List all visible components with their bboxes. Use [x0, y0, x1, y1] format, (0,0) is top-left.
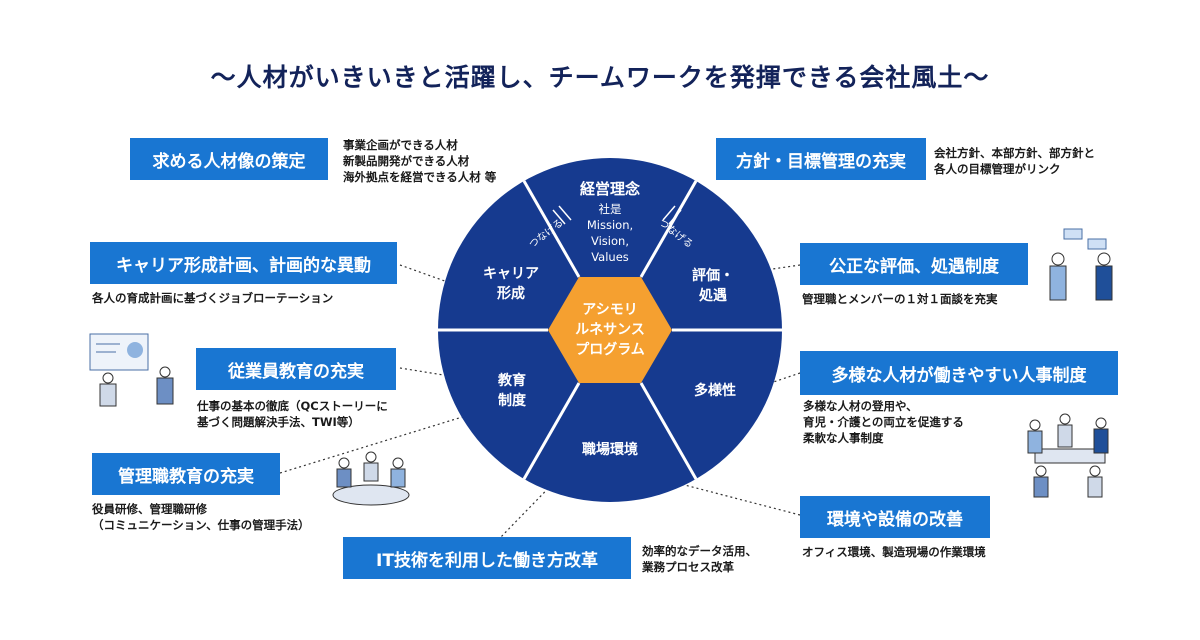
evaluation-label: 公正な評価、処遇制度 [800, 243, 1028, 285]
diversity-desc-1: 多様な人材の登用や、 [803, 399, 918, 413]
ideal-person-label: 求める人材像の策定 [130, 138, 328, 180]
center-hexagon [548, 277, 672, 383]
it-reform-desc: 効率的なデータ活用、 業務プロセス改革 [642, 543, 757, 575]
it-reform-desc-2: 業務プロセス改革 [642, 560, 734, 574]
diversity-label: 多様な人材が働きやすい人事制度 [800, 351, 1118, 395]
connector-employee-edu [399, 367, 463, 379]
segment-lower-right-label: 多様性 [694, 382, 736, 399]
policy-label: 方針・目標管理の充実 [716, 138, 926, 180]
segment-top-sub-3: Vision, [591, 234, 629, 248]
environment-label: 環境や設備の改善 [800, 496, 990, 538]
employee-edu-desc-1: 仕事の基本の徹底（QCストーリーに [197, 399, 388, 413]
segment-top-sub-2: Mission, [587, 218, 633, 232]
interview-illustration [1049, 228, 1113, 301]
segment-top-sub-1: 社是 [599, 202, 622, 216]
page-title: 〜人材がいきいきと活躍し、チームワークを発揮できる会社風土〜 [210, 63, 990, 92]
segment-upper-right-line-1: 評価・ [692, 267, 734, 284]
manager-edu-desc: 役員研修、管理職研修 （コミュニケーション、仕事の管理手法） [92, 501, 310, 533]
connector-manager-edu [279, 409, 486, 474]
manager-edu-desc-1: 役員研修、管理職研修 [92, 502, 207, 516]
ideal-person-desc: 事業企画ができる人材 新製品開発ができる人材 海外拠点を経営できる人材 等 [343, 137, 496, 185]
manager-edu-desc-2: （コミュニケーション、仕事の管理手法） [92, 518, 310, 532]
diversity-desc-2: 育児・介護との両立を促進する [803, 415, 964, 429]
divider-upper-right [639, 180, 698, 278]
equal-marks [552, 205, 682, 225]
divider-upper-left [522, 180, 581, 278]
segment-lower-left-line-1: 教育 [498, 372, 526, 389]
career-plan-desc: 各人の育成計画に基づくジョブローテーション [92, 290, 333, 306]
segment-upper-right-line-2: 処遇 [698, 287, 727, 304]
manager-edu-label: 管理職教育の充実 [92, 453, 280, 495]
it-reform-label: IT技術を利用した働き方改革 [343, 537, 631, 579]
policy-desc-1: 会社方針、本部方針、部方針と [934, 146, 1095, 160]
ideal-person-desc-3: 海外拠点を経営できる人材 等 [343, 170, 497, 184]
environment-desc-1: オフィス環境、製造現場の作業環境 [802, 545, 986, 559]
connector-environment [649, 475, 801, 516]
employee-edu-label: 従業員教育の充実 [196, 348, 396, 390]
career-plan-desc-1: 各人の育成計画に基づくジョブローテーション [92, 291, 334, 305]
divider-lower-left [522, 382, 581, 480]
ideal-person-desc-1: 事業企画ができる人材 [343, 138, 458, 152]
employee-edu-desc-2: 基づく問題解決手法、TWI等） [197, 415, 360, 429]
diversity-desc-3: 柔軟な人事制度 [803, 431, 884, 445]
segment-bottom-label: 職場環境 [582, 441, 638, 458]
presentation-illustration [89, 333, 174, 407]
segment-upper-left-line-2: 形成 [497, 285, 525, 302]
diverse-team-illustration [1027, 413, 1109, 498]
ideal-person-desc-2: 新製品開発ができる人材 [343, 154, 470, 168]
segment-lower-left-line-2: 制度 [498, 392, 527, 409]
evaluation-desc-1: 管理職とメンバーの１対１面談を充実 [802, 292, 998, 306]
wheel-dividers [438, 180, 782, 480]
center-line-3: プログラム [575, 341, 645, 358]
environment-desc: オフィス環境、製造現場の作業環境 [802, 544, 986, 560]
segment-top-sub-4: Values [591, 250, 629, 264]
center-line-2: ルネサンス [575, 322, 645, 338]
connector-it [497, 467, 569, 541]
segment-upper-left-line-1: キャリア [483, 266, 539, 282]
center-line-1: アシモリ [582, 302, 637, 318]
employee-edu-desc: 仕事の基本の徹底（QCストーリーに 基づく問題解決手法、TWI等） [197, 398, 388, 430]
evaluation-desc: 管理職とメンバーの１対１面談を充実 [802, 291, 998, 307]
career-plan-label: キャリア形成計画、計画的な異動 [90, 242, 397, 284]
policy-desc: 会社方針、本部方針、部方針と 各人の目標管理がリンク [934, 145, 1095, 177]
it-reform-desc-1: 効率的なデータ活用、 [642, 544, 757, 558]
policy-desc-2: 各人の目標管理がリンク [934, 162, 1061, 176]
diversity-desc: 多様な人材の登用や、 育児・介護との両立を促進する 柔軟な人事制度 [803, 398, 964, 446]
divider-lower-right [639, 382, 698, 480]
meeting-illustration [332, 451, 410, 506]
segment-top-title: 経営理念 [580, 180, 640, 198]
